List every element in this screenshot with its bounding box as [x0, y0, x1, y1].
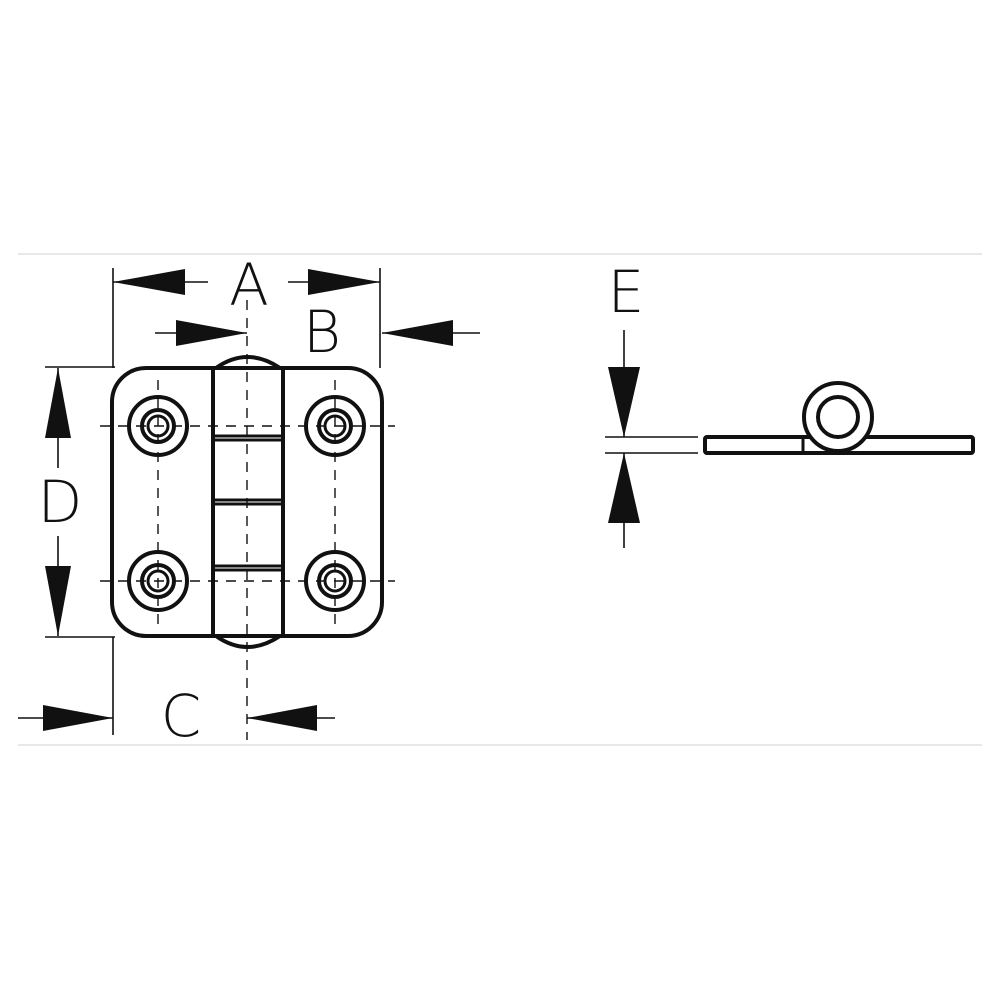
hinge-knuckle [211, 366, 285, 638]
dimension-label-c: C [161, 682, 202, 750]
dimension-b [155, 320, 480, 346]
knuckle-profile-inner [816, 395, 860, 439]
dimension-a [113, 269, 380, 295]
dimension-label-b: B [303, 298, 341, 366]
dimension-d [45, 368, 71, 636]
screw-hole-bottom-right [304, 550, 366, 612]
knuckle-profile-outer [802, 381, 874, 453]
screw-hole-bottom-left [127, 550, 189, 612]
dimension-label-a: A [229, 251, 269, 319]
dimension-label-e: E [608, 258, 645, 326]
side-view: E [605, 258, 975, 548]
screw-hole-top-right [304, 395, 366, 457]
dimension-e [605, 330, 698, 548]
dimension-c [18, 705, 335, 731]
plan-view: A B D C [18, 251, 480, 750]
screw-hole-top-left [127, 395, 189, 457]
dimension-label-d: D [38, 468, 83, 536]
